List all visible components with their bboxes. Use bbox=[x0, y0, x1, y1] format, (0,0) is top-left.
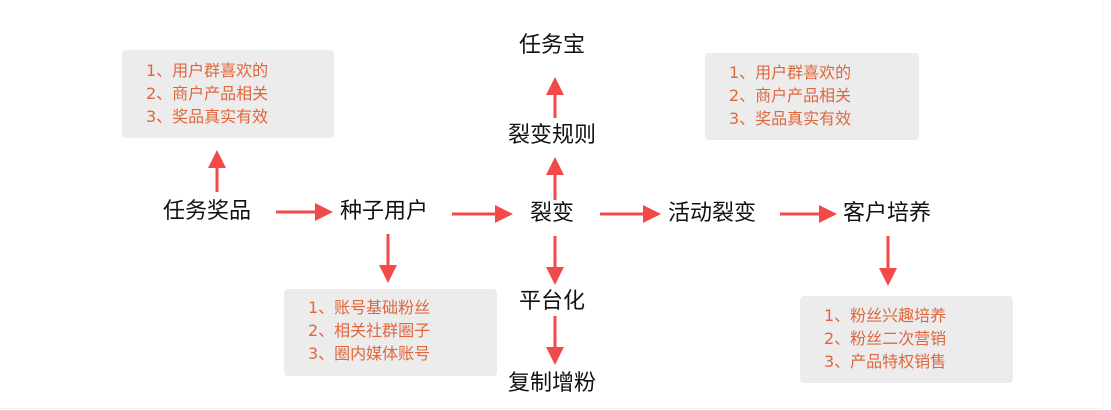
box-line: 3、奖品真实有效 bbox=[146, 107, 269, 126]
box-line: 1、用户群喜欢的 bbox=[729, 63, 852, 82]
node-task-treasure: 任务宝 bbox=[519, 33, 586, 58]
node-fission-rules: 裂变规则 bbox=[508, 123, 597, 148]
node-customer-cultivation: 客户培养 bbox=[843, 201, 932, 226]
node-task-prize: 任务奖品 bbox=[163, 199, 252, 224]
box-cultivation-steps: 1、粉丝兴趣培养 2、粉丝二次营销 3、产品特权销售 bbox=[800, 296, 1013, 383]
box-line: 3、奖品真实有效 bbox=[729, 109, 852, 128]
node-seed-user: 种子用户 bbox=[340, 199, 429, 224]
box-line: 1、粉丝兴趣培养 bbox=[824, 306, 947, 325]
box-prize-criteria: 1、用户群喜欢的 2、商户产品相关 3、奖品真实有效 bbox=[122, 50, 334, 138]
box-line: 2、商户产品相关 bbox=[146, 84, 269, 103]
node-platform: 平台化 bbox=[519, 289, 586, 314]
box-seed-sources: 1、账号基础粉丝 2、相关社群圈子 3、圈内媒体账号 bbox=[284, 289, 497, 376]
box-line: 3、产品特权销售 bbox=[824, 352, 947, 371]
box-rule-criteria: 1、用户群喜欢的 2、商户产品相关 3、奖品真实有效 bbox=[705, 53, 919, 140]
box-line: 3、圈内媒体账号 bbox=[308, 344, 431, 363]
box-line: 2、商户产品相关 bbox=[729, 86, 852, 105]
box-line: 1、账号基础粉丝 bbox=[308, 298, 431, 317]
node-copy-growth: 复制增粉 bbox=[508, 371, 597, 396]
box-line: 2、粉丝二次营销 bbox=[824, 329, 947, 348]
box-line: 1、用户群喜欢的 bbox=[146, 61, 269, 80]
node-fission: 裂变 bbox=[530, 201, 575, 226]
box-line: 2、相关社群圈子 bbox=[308, 321, 431, 340]
node-activity-fission: 活动裂变 bbox=[668, 201, 757, 226]
